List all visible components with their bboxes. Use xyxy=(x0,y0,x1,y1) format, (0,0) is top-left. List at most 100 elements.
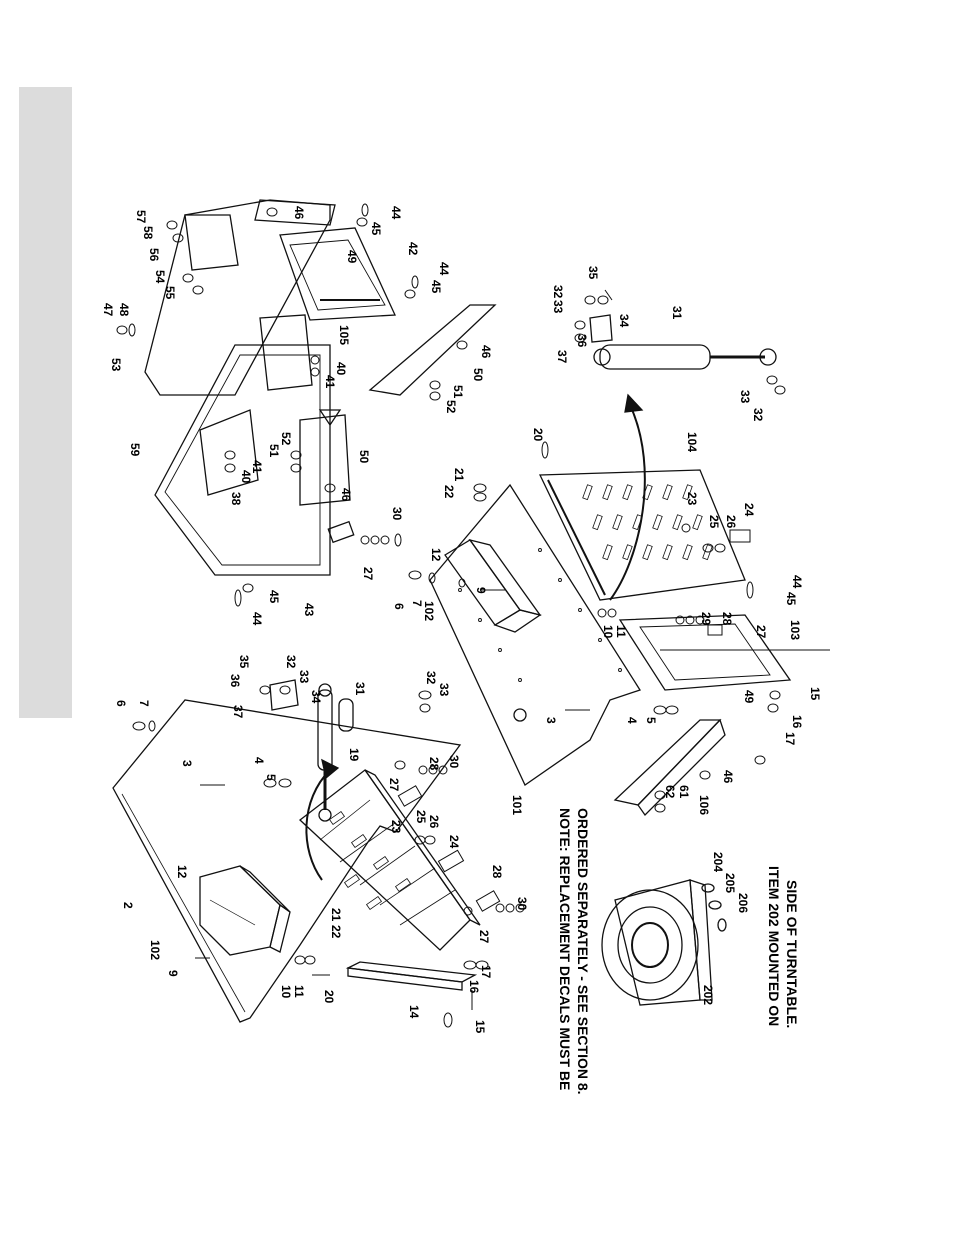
upper-frame-assembly xyxy=(154,344,402,607)
callout-40: 40 xyxy=(334,362,348,376)
callout-20: 20 xyxy=(322,990,336,1004)
callout-32: 32 xyxy=(751,408,765,422)
callout-5: 5 xyxy=(264,774,278,781)
base-plate-assembly xyxy=(112,679,525,1028)
callout-26: 26 xyxy=(724,515,738,529)
callout-27: 27 xyxy=(477,930,491,944)
callout-12: 12 xyxy=(429,548,443,562)
callout-36: 36 xyxy=(575,334,589,348)
callout-32: 32 xyxy=(284,655,298,669)
callout-40: 40 xyxy=(239,470,253,484)
callout-102: 102 xyxy=(148,940,162,960)
callout-7: 7 xyxy=(137,700,151,707)
callout-27: 27 xyxy=(754,625,768,639)
callout-19: 19 xyxy=(347,748,361,762)
plate-56 xyxy=(184,214,239,271)
callout-206: 206 xyxy=(736,893,750,913)
bracket-34 xyxy=(589,314,613,343)
callout-50: 50 xyxy=(357,450,371,464)
callout-35: 35 xyxy=(237,655,251,669)
callout-17: 17 xyxy=(783,732,797,746)
callout-9: 9 xyxy=(474,587,488,594)
upper-plate-assembly xyxy=(408,393,830,817)
callout-57: 57 xyxy=(134,210,148,224)
frame-59 xyxy=(154,344,331,576)
callout-61: 61 xyxy=(677,785,691,799)
callout-33: 33 xyxy=(738,390,752,404)
callout-15: 15 xyxy=(808,687,822,701)
callout-44: 44 xyxy=(250,612,264,626)
callout-51: 51 xyxy=(451,385,465,399)
top-platform-assembly xyxy=(116,199,497,401)
callout-32: 32 xyxy=(551,285,565,299)
callout-46: 46 xyxy=(721,770,735,784)
callout-45: 45 xyxy=(429,280,443,294)
callout-22: 22 xyxy=(442,485,456,499)
callout-9: 9 xyxy=(166,970,180,977)
callout-34: 34 xyxy=(617,314,631,328)
pivot-arrow-left xyxy=(305,769,331,881)
note-line-2: ORDERED SEPARATELY - SEE SECTION 8. xyxy=(575,808,591,1095)
callout-25: 25 xyxy=(414,810,428,824)
callout-3: 3 xyxy=(180,760,194,767)
callout-25: 25 xyxy=(707,515,721,529)
callout-44: 44 xyxy=(437,262,451,276)
callout-35: 35 xyxy=(586,266,600,280)
callout-17: 17 xyxy=(479,965,493,979)
callout-32: 32 xyxy=(424,671,438,685)
callout-11: 11 xyxy=(292,985,306,998)
callout-62: 62 xyxy=(663,785,677,799)
item202-note-line-2: SIDE OF TURNTABLE. xyxy=(784,880,800,1028)
callout-21: 21 xyxy=(452,468,466,482)
note-line-1: NOTE: REPLACEMENT DECALS MUST BE xyxy=(557,808,573,1090)
callout-205: 205 xyxy=(723,873,737,893)
gas-spring-31-right xyxy=(574,289,786,765)
callout-45: 45 xyxy=(784,592,798,606)
callout-28: 28 xyxy=(490,865,504,879)
callout-21: 21 xyxy=(329,908,343,922)
callout-55: 55 xyxy=(163,286,177,300)
callout-37: 37 xyxy=(555,350,569,364)
callout-36: 36 xyxy=(228,674,242,688)
callout-41: 41 xyxy=(250,460,264,474)
callout-30: 30 xyxy=(515,897,529,911)
enclosure-102 xyxy=(199,865,281,956)
callout-45: 45 xyxy=(369,222,383,236)
callout-42: 42 xyxy=(406,242,420,256)
callout-105: 105 xyxy=(337,325,351,345)
callout-52: 52 xyxy=(444,400,458,414)
callout-46: 46 xyxy=(479,345,493,359)
callout-51: 51 xyxy=(267,444,281,458)
gas-spring-31-left xyxy=(317,683,354,822)
step-bar-14 xyxy=(345,961,478,983)
callout-31: 31 xyxy=(670,306,684,320)
callout-44: 44 xyxy=(790,575,804,589)
callout-12: 12 xyxy=(175,865,189,879)
callout-28: 28 xyxy=(427,757,441,771)
callout-46: 46 xyxy=(339,488,353,502)
callout-104: 104 xyxy=(685,432,699,452)
callout-41: 41 xyxy=(323,375,337,389)
callout-45: 45 xyxy=(267,590,281,604)
callout-44: 44 xyxy=(389,206,403,220)
channel-50 xyxy=(299,414,351,506)
callout-102: 102 xyxy=(422,601,436,621)
guard-42 xyxy=(279,227,396,321)
callout-202: 202 xyxy=(701,985,715,1005)
callout-16: 16 xyxy=(790,715,804,729)
callout-2: 2 xyxy=(121,902,135,909)
callout-50: 50 xyxy=(471,368,485,382)
callout-33: 33 xyxy=(437,683,451,697)
callout-43: 43 xyxy=(302,603,316,617)
callout-10: 10 xyxy=(279,985,293,999)
item-202-drive xyxy=(601,879,727,1006)
callout-20: 20 xyxy=(531,428,545,442)
callout-204: 204 xyxy=(711,852,725,872)
callout-101: 101 xyxy=(510,795,524,815)
callout-27: 27 xyxy=(361,567,375,581)
plate-101 xyxy=(429,483,641,786)
callout-5: 5 xyxy=(644,717,658,724)
callout-56: 56 xyxy=(147,248,161,262)
callout-33: 33 xyxy=(551,300,565,314)
